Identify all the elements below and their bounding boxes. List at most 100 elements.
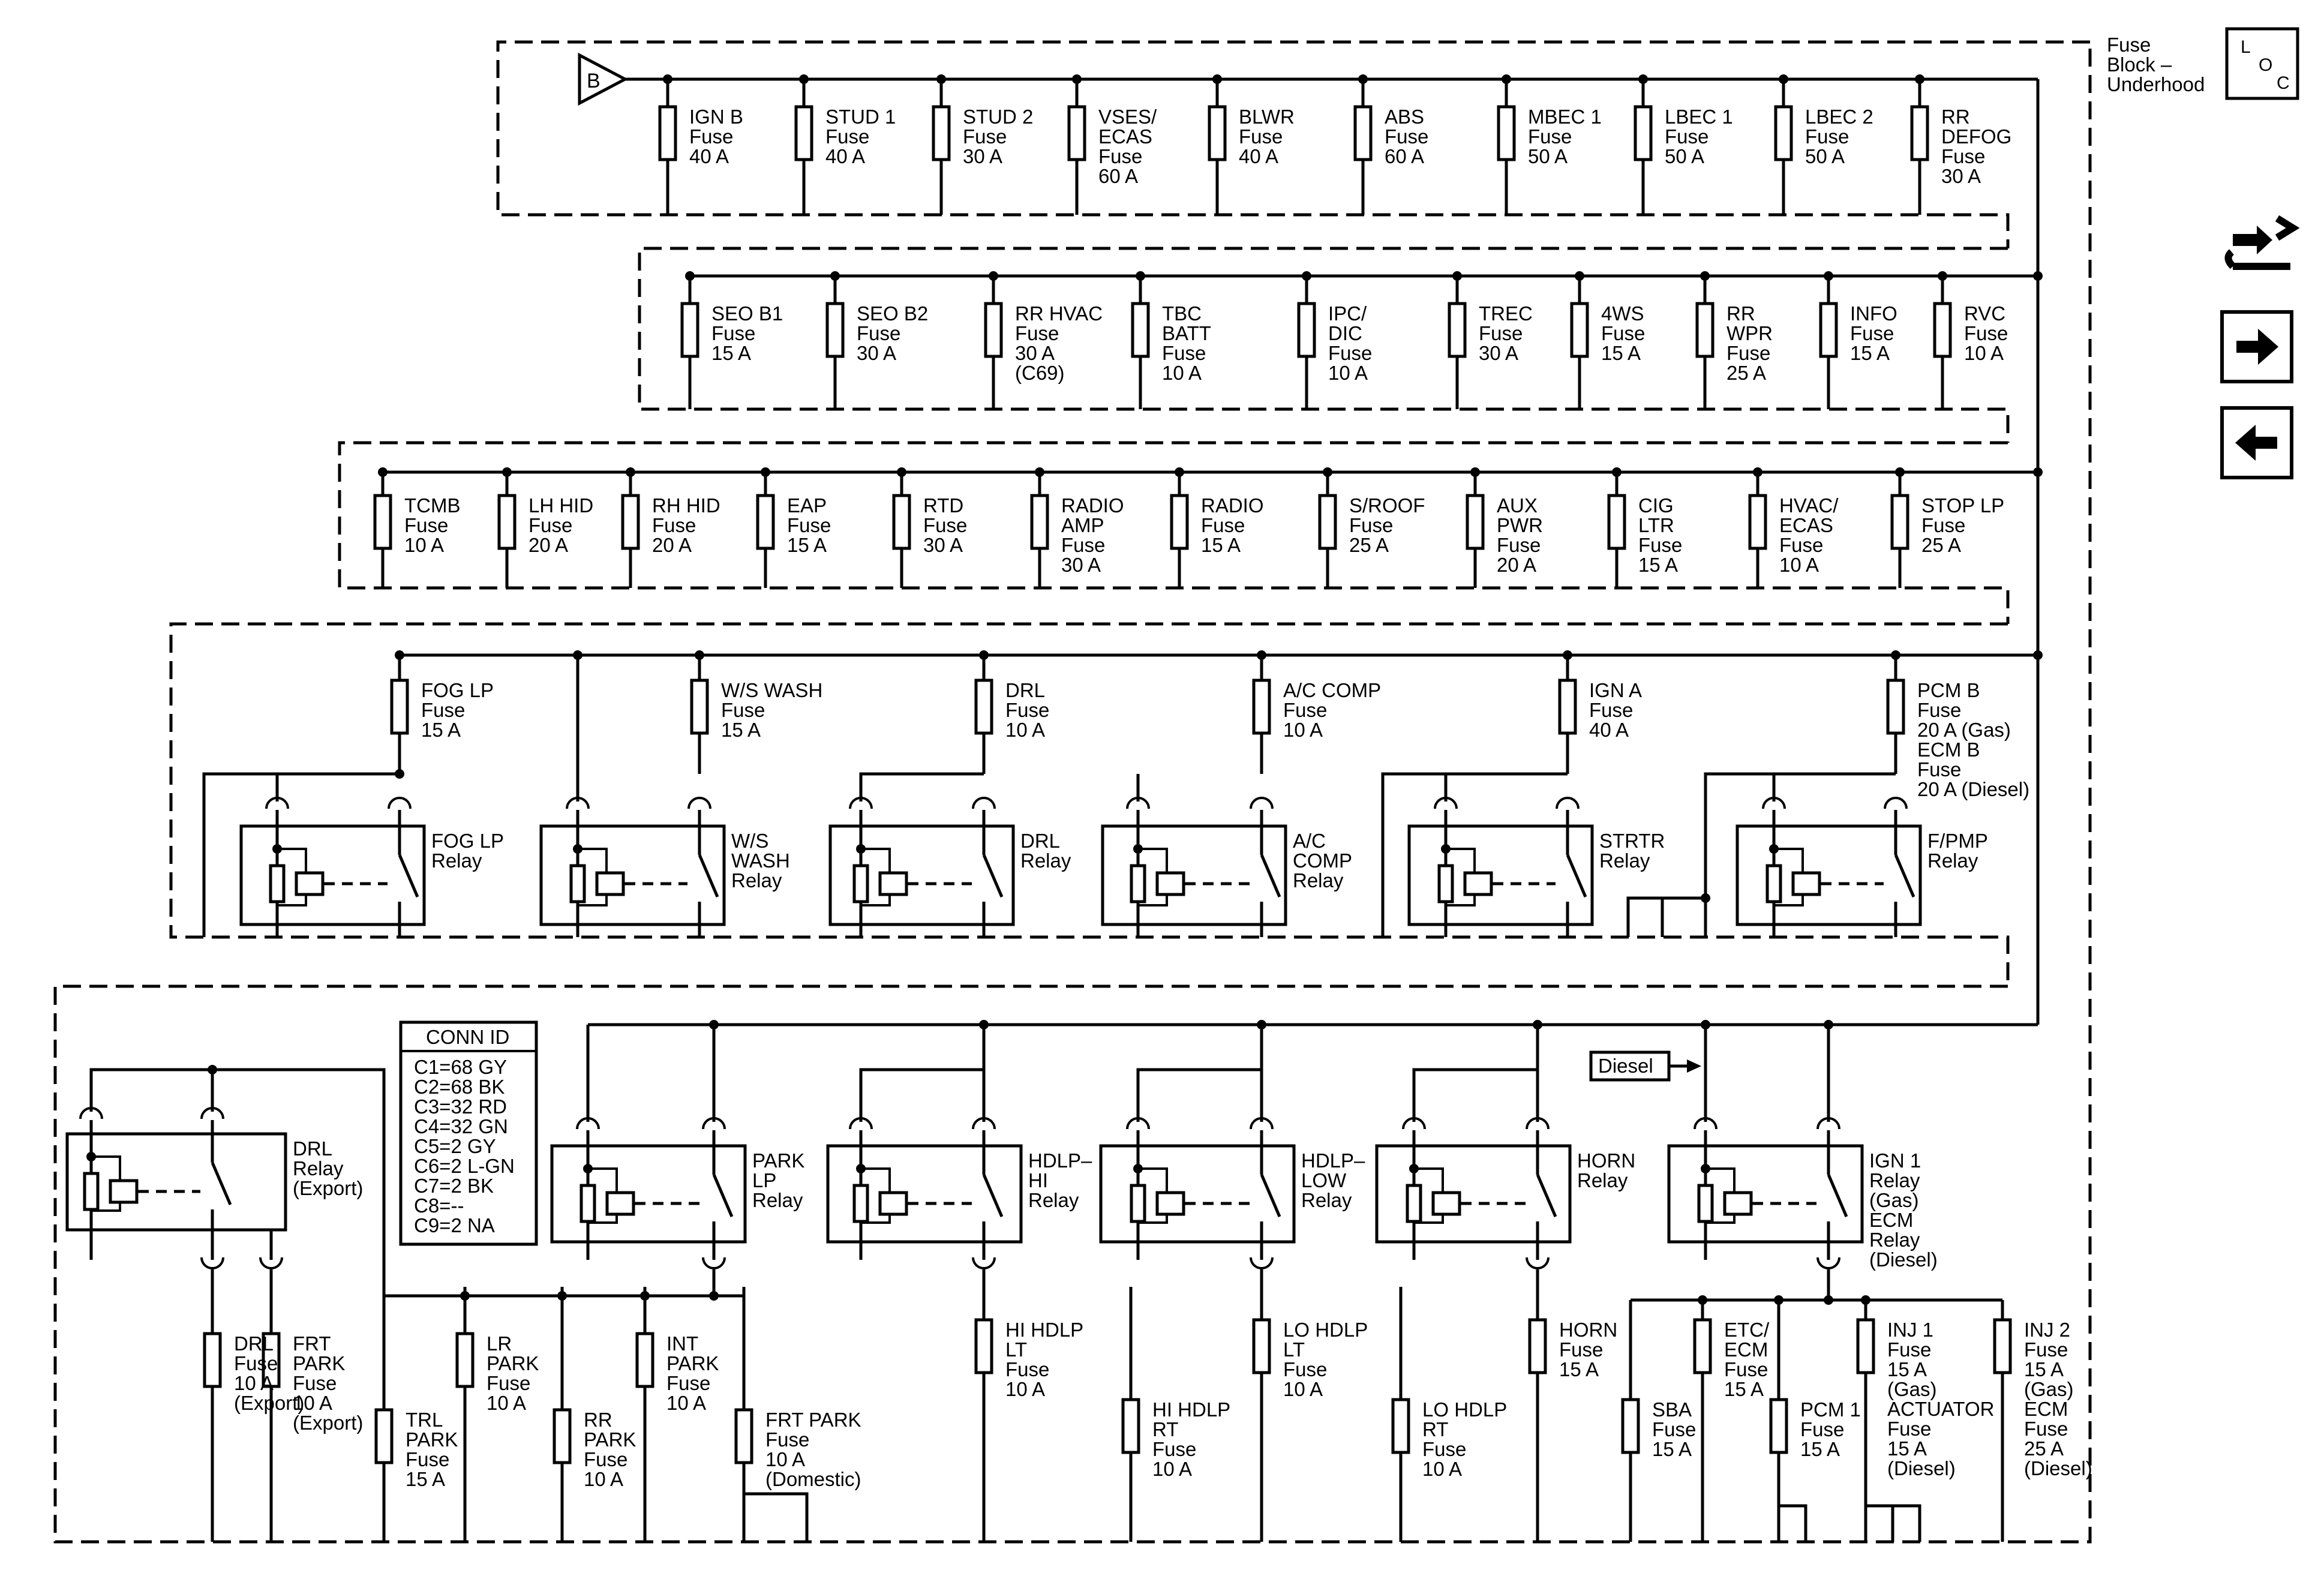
relay-row4-1-label-line: WASH <box>731 849 790 872</box>
wiring-tool-icon[interactable] <box>2224 215 2300 270</box>
connector-terminal <box>849 1117 873 1130</box>
relay-coil <box>1155 1191 1185 1216</box>
fuse-row3-6-line: RADIO <box>1201 494 1264 517</box>
relay-row5-2-label-line: HDLP– <box>1028 1149 1092 1172</box>
relay-row4-1-label-line: Relay <box>731 869 782 891</box>
loc-letter: C <box>2277 73 2290 93</box>
fuse-row1-7-line: Fuse <box>1665 125 1709 148</box>
relay-coil <box>878 871 908 896</box>
fuse-row5-6-line: FRT PARK <box>765 1409 861 1431</box>
fuse-row4-1-line: W/S WASH <box>721 679 822 701</box>
fuse-row5-8-line: 10 A <box>1152 1458 1192 1480</box>
conn-id-entries-line: C4=32 GN <box>414 1115 508 1137</box>
coil-resistor <box>569 864 586 903</box>
fuse-row4-2-line: Fuse <box>1005 699 1049 721</box>
fuse-row3-3-line: Fuse <box>787 514 831 536</box>
fuse-row3-11-line: Fuse <box>1921 514 1965 536</box>
relay-coil <box>1463 871 1493 896</box>
relay-row5-2-label-line: Relay <box>1028 1189 1079 1211</box>
fuse-row5-0-line: DRL <box>234 1332 274 1355</box>
fuse-row5-11-line: Fuse <box>1559 1338 1603 1361</box>
relay-coil <box>109 1179 139 1204</box>
fuse-symbol <box>1497 105 1516 161</box>
fuse-row5-0-line: 10 A <box>234 1372 274 1394</box>
fuse-row5-15-line: (Gas) <box>1887 1378 1937 1400</box>
relay-row5-0-label-line: (Export) <box>293 1177 363 1199</box>
fuse-row5-2-line: PARK <box>406 1428 458 1451</box>
fuse-row4-5-line: 20 A (Gas) <box>1917 719 2011 741</box>
fuse-block-location-label-line: Fuse <box>2107 34 2151 56</box>
fuse-row5-11-line: HORN <box>1559 1319 1617 1341</box>
fuse-row5-2-line: 15 A <box>406 1468 445 1490</box>
fuse-region-outline <box>496 40 2090 248</box>
fuse-row5-14-line: 15 A <box>1800 1438 1840 1460</box>
fuse-row2-1-line: SEO B2 <box>857 302 928 325</box>
fuse-symbol <box>497 494 517 550</box>
fuse-row1-6-line: 50 A <box>1528 145 1568 167</box>
relay-row4-1 <box>539 824 726 926</box>
connector-terminal <box>1126 797 1150 809</box>
arrow-right-marker <box>1687 1059 1701 1073</box>
arrow-left-icon[interactable] <box>2220 406 2293 479</box>
wire <box>211 1162 232 1205</box>
fuse-row2-8-line: Fuse <box>1850 322 1894 344</box>
relay-row4-5-label-line: Relay <box>1927 849 1978 872</box>
relay-row5-5-label-line: Relay <box>1869 1169 1920 1191</box>
coil-resistor <box>852 864 869 903</box>
fuse-row5-16-line: ECM <box>2024 1398 2068 1420</box>
fuse-row2-9-line: Fuse <box>1964 322 2008 344</box>
fuse-row1-1-line: STUD 1 <box>825 106 896 128</box>
fuse-row4-0-line: FOG LP <box>421 679 494 701</box>
fuse-row2-4-line: IPC/ <box>1328 302 1367 325</box>
fuse-row5-16-line: (Diesel) <box>2024 1457 2092 1479</box>
fuse-row5-1-line: PARK <box>293 1352 345 1374</box>
jumper-wire <box>1626 896 1664 937</box>
fuse-row4-0-line: Fuse <box>421 699 465 721</box>
fuse-row5-3-line: PARK <box>487 1352 539 1374</box>
fuse-symbol <box>690 679 709 735</box>
fuse-row5-16-line: Fuse <box>2024 1338 2068 1361</box>
arrow-right-icon[interactable] <box>2220 310 2293 383</box>
diesel-tag: Diesel <box>1598 1055 1653 1077</box>
connector-terminal <box>1694 1117 1718 1130</box>
fuse-row5-1-line: (Export) <box>293 1412 363 1434</box>
fuse-row3-8-line: PWR <box>1497 514 1543 536</box>
feed-wire <box>1704 772 1776 937</box>
fuse-symbol <box>203 1332 222 1388</box>
fuse-symbol <box>1448 302 1467 358</box>
relay-row5-1-label-line: LP <box>752 1169 776 1191</box>
relay-coil <box>295 871 325 896</box>
connector-terminal <box>702 1117 726 1130</box>
wire <box>1566 854 1587 897</box>
connector-terminal <box>79 1107 103 1119</box>
fuse-row5-2-line: TRL <box>406 1409 443 1431</box>
fuse-row5-16-line: 25 A <box>2024 1437 2064 1460</box>
connector-terminal <box>849 797 873 809</box>
fuse-row2-3-line: BATT <box>1162 322 1211 344</box>
fuse-row2-5-line: 30 A <box>1479 342 1518 364</box>
coil-resistor <box>83 1172 100 1211</box>
fuse-row3-2-line: Fuse <box>652 514 696 536</box>
relay-row5-5-label-line: (Diesel) <box>1869 1248 1938 1271</box>
fuse-row3-4-line: RTD <box>923 494 963 517</box>
fuse-row4-0-line: 15 A <box>421 719 461 741</box>
